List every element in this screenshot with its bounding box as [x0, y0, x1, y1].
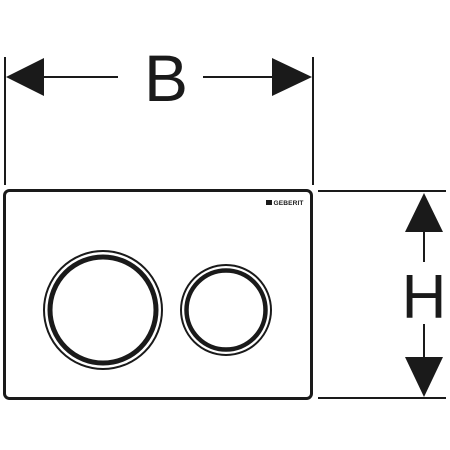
small-button-inner-ring	[184, 268, 268, 352]
height-arrowhead-bottom	[405, 357, 443, 397]
large-button-inner-ring	[47, 254, 159, 366]
actuator-plate: GEBERIT	[3, 189, 313, 400]
height-dimension: H	[318, 190, 447, 399]
height-label: H	[402, 263, 447, 332]
large-flush-button	[43, 250, 163, 370]
width-label: B	[144, 41, 188, 115]
height-arrowhead-top	[405, 193, 443, 232]
width-dimension: B	[4, 41, 314, 185]
width-arrowhead-right	[272, 58, 312, 96]
brand-logo-mark	[266, 200, 272, 205]
brand-name: GEBERIT	[274, 200, 304, 207]
brand-logo: GEBERIT	[266, 200, 304, 207]
small-flush-button	[180, 264, 272, 356]
width-arrowhead-left	[6, 58, 44, 96]
small-button-outer-ring	[180, 264, 272, 356]
large-button-outer-ring	[43, 250, 163, 370]
